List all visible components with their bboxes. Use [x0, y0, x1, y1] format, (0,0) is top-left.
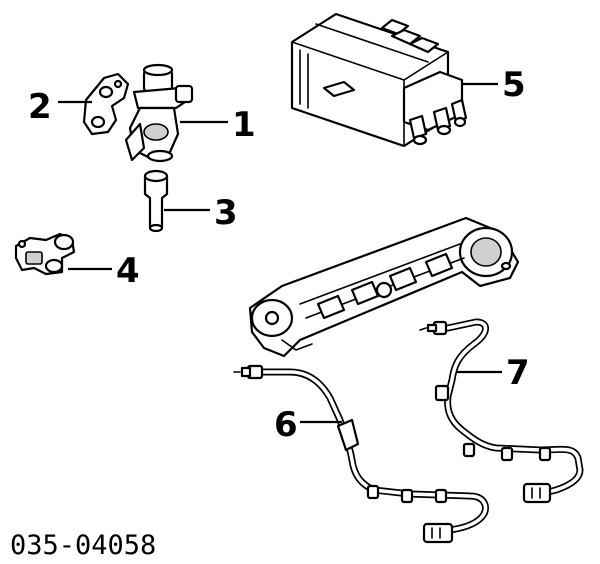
diagram-code: 035-04058 [10, 530, 156, 561]
callout-6: 6 [274, 405, 298, 445]
part-7-sensor [419, 318, 584, 504]
exhaust-manifold [248, 216, 520, 358]
callout-1: 1 [232, 105, 256, 145]
callout-4: 4 [116, 251, 140, 291]
callout-5: 5 [502, 65, 526, 105]
callout-7: 7 [506, 353, 530, 393]
part-2-gasket [82, 72, 130, 136]
part-1-valve [124, 63, 194, 163]
callout-2: 2 [28, 87, 52, 127]
part-6-sensor [233, 364, 489, 544]
part-5-canister [290, 12, 468, 148]
part-3-tube [143, 169, 169, 233]
callout-3: 3 [214, 193, 238, 233]
part-4-bracket [14, 232, 76, 276]
